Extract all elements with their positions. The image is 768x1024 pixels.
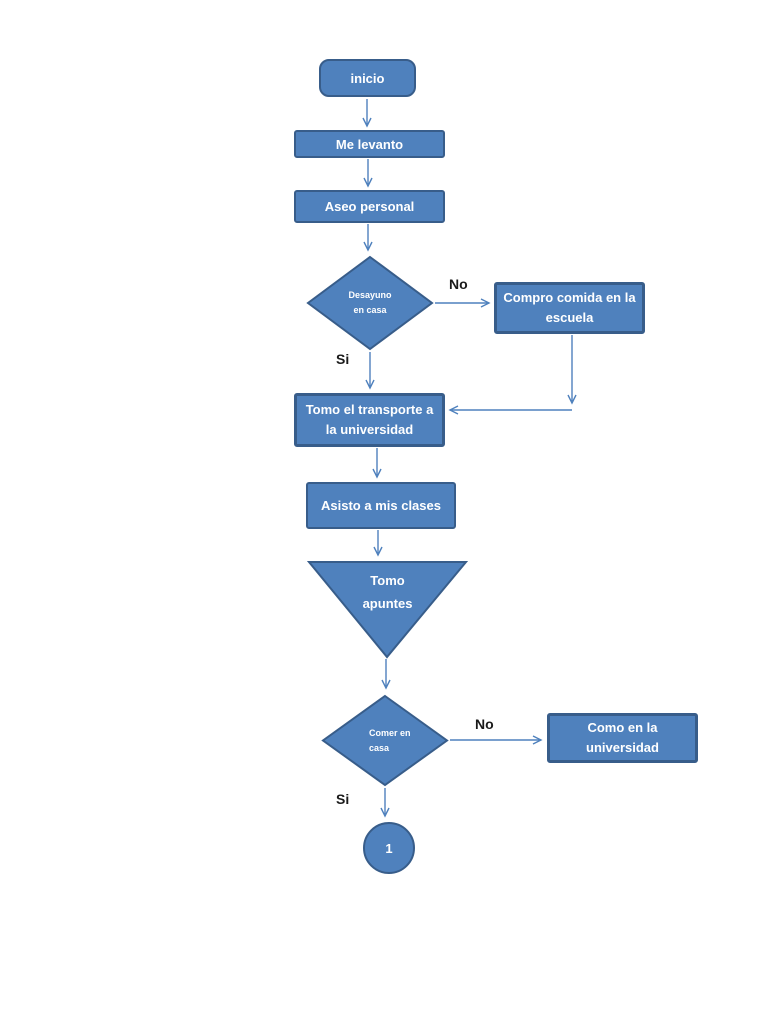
node-inicio: inicio — [319, 59, 416, 97]
node-me-levanto-label: Me levanto — [335, 136, 404, 152]
node-tomo-apuntes: Tomo apuntes — [307, 560, 468, 659]
diamond-shape — [306, 255, 434, 351]
edge-label-comer-no: No — [475, 716, 494, 732]
node-offpage-connector-1-label: 1 — [385, 840, 393, 856]
node-como-universidad: Como en la universidad — [547, 713, 698, 763]
edge-label-comer-si: Si — [336, 791, 350, 807]
diamond-shape — [321, 694, 449, 787]
node-desayuno-en-casa: Desayuno en casa — [306, 255, 434, 351]
node-compro-comida-label: Compro comida en la escuela — [503, 290, 636, 325]
node-como-universidad-label: Como en la universidad — [586, 720, 659, 755]
node-desayuno-en-casa-label: Desayuno en casa — [348, 290, 392, 315]
node-tomo-apuntes-label: Tomo apuntes — [362, 573, 413, 611]
node-tomo-transporte-label: Tomo el transporte a la universidad — [305, 402, 434, 437]
node-offpage-connector-1: 1 — [363, 822, 415, 874]
node-comer-en-casa: Comer en casa — [321, 694, 449, 787]
node-comer-en-casa-label: Comer en casa — [369, 727, 411, 753]
node-compro-comida: Compro comida en la escuela — [494, 282, 645, 334]
node-asisto-clases: Asisto a mis clases — [306, 482, 456, 529]
node-asisto-clases-label: Asisto a mis clases — [321, 498, 441, 513]
node-inicio-label: inicio — [350, 70, 385, 86]
edge-label-desayuno-si: Si — [336, 351, 350, 367]
node-me-levanto: Me levanto — [294, 130, 445, 158]
node-aseo-personal-label: Aseo personal — [324, 199, 415, 214]
node-aseo-personal: Aseo personal — [294, 190, 445, 223]
node-tomo-transporte: Tomo el transporte a la universidad — [294, 393, 445, 447]
edge-label-desayuno-no: No — [449, 276, 468, 292]
triangle-shape — [307, 561, 468, 659]
